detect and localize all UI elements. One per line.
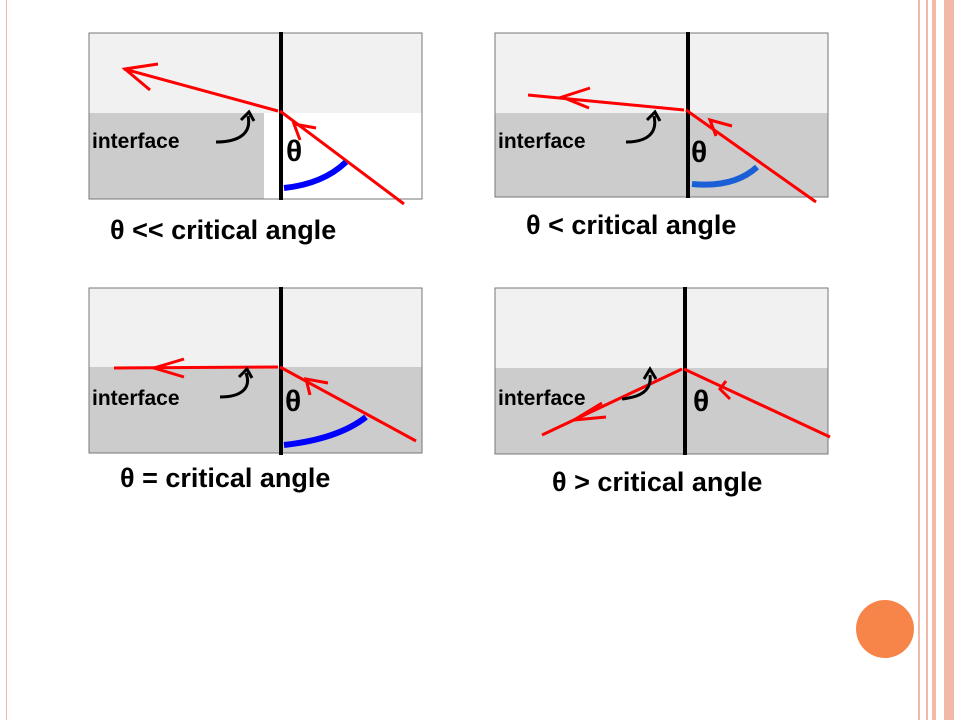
reflected-ray-arrowhead	[573, 401, 607, 422]
incident-ray-arrowhead	[303, 377, 329, 396]
angle-arc	[691, 164, 760, 188]
refracted-ray-arrowhead	[148, 357, 185, 379]
incident-ray	[685, 108, 817, 204]
refraction-diagram-1: θ interface θ << critical angle	[88, 32, 423, 245]
accent-circle	[856, 600, 914, 658]
refraction-diagram-4: θ interface θ > critical angle	[494, 287, 831, 497]
refraction-diagram-2: θ interface θ < critical angle	[494, 32, 829, 240]
angle-arc	[283, 414, 368, 448]
interface-pointer-arrowhead	[645, 109, 662, 122]
incident-ray-arrowhead	[291, 122, 317, 141]
slide-frame-line-2	[926, 0, 928, 720]
diagram-panel-3: θ interface θ = critical angle	[88, 287, 423, 502]
panel-border	[88, 287, 423, 454]
caption: θ > critical angle	[552, 467, 762, 497]
interface-label: interface	[498, 130, 586, 153]
upper-medium	[495, 288, 828, 368]
panel-border	[88, 32, 423, 200]
refracted-ray-arrowhead	[121, 62, 159, 92]
interface-pointer-arrow	[625, 115, 657, 144]
upper-medium	[89, 288, 422, 367]
refraction-diagram-3: θ interface θ = critical angle	[88, 287, 423, 493]
interface-label: interface	[498, 387, 586, 410]
theta-symbol: θ	[691, 136, 707, 169]
interface-pointer-arrowhead	[642, 366, 658, 380]
lower-medium	[495, 368, 828, 454]
incident-ray	[279, 365, 417, 443]
incident-ray	[683, 367, 831, 439]
refracted-ray-arrowhead	[557, 86, 591, 110]
slide-frame-line-3	[932, 0, 936, 720]
refracted-ray	[113, 365, 279, 370]
interface-pointer-arrow	[215, 115, 251, 144]
refracted-ray	[527, 93, 685, 112]
caption: θ < critical angle	[526, 210, 736, 240]
diagram-panel-4: θ interface θ > critical angle	[494, 287, 834, 502]
slide-frame-line-4	[944, 0, 954, 720]
interface-pointer-arrowhead	[239, 109, 256, 122]
upper-medium	[495, 33, 828, 113]
theta-symbol: θ	[286, 135, 302, 168]
angle-arc	[283, 159, 349, 191]
incident-ray-arrowhead	[707, 117, 733, 137]
slide-frame-line-1	[918, 0, 920, 720]
caption: θ = critical angle	[120, 463, 330, 493]
theta-symbol: θ	[285, 385, 301, 418]
interface-pointer-arrow	[621, 374, 652, 401]
diagram-panel-1: θ interface θ << critical angle	[88, 32, 423, 252]
panel-border	[494, 287, 829, 455]
interface-label: interface	[92, 130, 180, 153]
caption: θ << critical angle	[110, 215, 336, 245]
slide-frame-line-left	[6, 0, 7, 720]
refracted-ray	[123, 67, 279, 113]
incident-ray-arrowhead	[718, 380, 732, 401]
upper-medium	[89, 33, 422, 113]
interface-label: interface	[92, 387, 180, 410]
theta-symbol: θ	[693, 385, 709, 418]
reflected-ray	[541, 367, 683, 437]
lower-medium	[89, 367, 422, 453]
lower-medium	[495, 113, 828, 197]
interface-pointer-arrowhead	[237, 366, 254, 379]
panel-border	[494, 32, 829, 198]
diagram-panel-2: θ interface θ < critical angle	[494, 32, 834, 247]
interface-pointer-arrow	[219, 372, 249, 399]
